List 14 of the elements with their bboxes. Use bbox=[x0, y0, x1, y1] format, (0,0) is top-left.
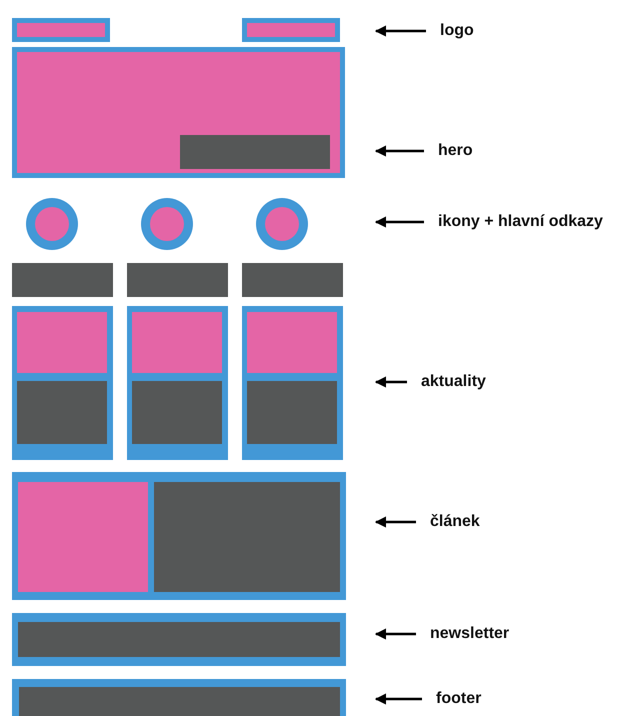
section-label: ikony + hlavní odkazy bbox=[438, 212, 603, 232]
arrow bbox=[374, 628, 416, 640]
arrow bbox=[374, 25, 426, 37]
section-label: aktuality bbox=[421, 372, 486, 392]
section-label: footer bbox=[436, 689, 482, 709]
section-label: hero bbox=[438, 141, 473, 161]
arrow bbox=[374, 376, 407, 388]
arrow bbox=[374, 145, 424, 157]
section-label: článek bbox=[430, 512, 480, 532]
arrow bbox=[374, 516, 416, 528]
arrow bbox=[374, 693, 422, 705]
arrow bbox=[374, 216, 424, 228]
section-label: logo bbox=[440, 21, 474, 41]
section-label: newsletter bbox=[430, 624, 510, 644]
